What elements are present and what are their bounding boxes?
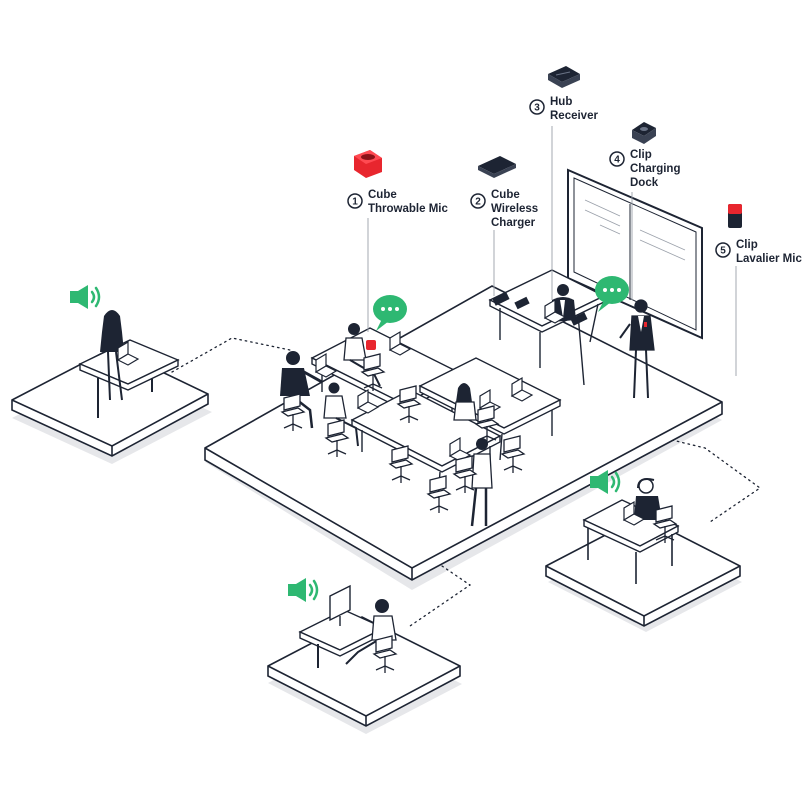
svg-text:5: 5: [720, 246, 726, 257]
callout-2: 2 Cube Wireless Charger: [470, 189, 538, 229]
svg-text:Receiver: Receiver: [550, 110, 598, 122]
svg-text:Throwable Mic: Throwable Mic: [368, 203, 448, 215]
hub-receiver-icon: [548, 66, 580, 88]
wireless-charger-icon: [478, 156, 516, 178]
callout-5: 5 Clip Lavalier Mic: [715, 239, 802, 265]
callout-leader-lines: [367, 126, 737, 376]
svg-text:3: 3: [534, 103, 540, 114]
remote-desk-top-left: [11, 310, 209, 457]
svg-text:1: 1: [352, 197, 358, 208]
remote-desk-bottom-right: [545, 478, 741, 627]
svg-text:Wireless: Wireless: [491, 203, 538, 215]
callout-1: 1 Cube Throwable Mic: [347, 189, 448, 215]
svg-text:Dock: Dock: [630, 177, 659, 189]
instructor-desk: [488, 269, 606, 386]
callout-4: 4 Clip Charging Dock: [609, 149, 680, 189]
svg-text:Clip: Clip: [736, 239, 758, 251]
network-connectors: [171, 337, 762, 627]
svg-text:Hub: Hub: [550, 96, 572, 108]
chat-bubble-presenter: [595, 276, 629, 312]
svg-text:Cube: Cube: [491, 189, 520, 201]
red-cube-mic-icon: [366, 340, 376, 350]
svg-text:2: 2: [475, 197, 481, 208]
svg-text:Charger: Charger: [491, 217, 536, 229]
classroom-display-board: [567, 168, 703, 340]
students: [280, 323, 493, 527]
svg-text:4: 4: [614, 155, 620, 166]
callout-3: 3 Hub Receiver: [529, 96, 598, 122]
svg-text:Cube: Cube: [368, 189, 397, 201]
standing-presenter: [619, 299, 655, 399]
red-cube-mic-icon: [354, 150, 382, 178]
charging-dock-icon: [632, 122, 656, 144]
svg-text:Charging: Charging: [630, 163, 680, 175]
svg-text:Clip: Clip: [630, 149, 652, 161]
remote-desk-bottom-left: [267, 584, 461, 727]
chat-bubble-student: [373, 295, 407, 331]
seated-instructor: [544, 284, 576, 324]
speaker-bottom-left: [286, 576, 319, 604]
svg-text:Lavalier Mic: Lavalier Mic: [736, 253, 802, 265]
lavalier-mic-icon: [728, 204, 742, 228]
speaker-top-left: [68, 283, 101, 311]
